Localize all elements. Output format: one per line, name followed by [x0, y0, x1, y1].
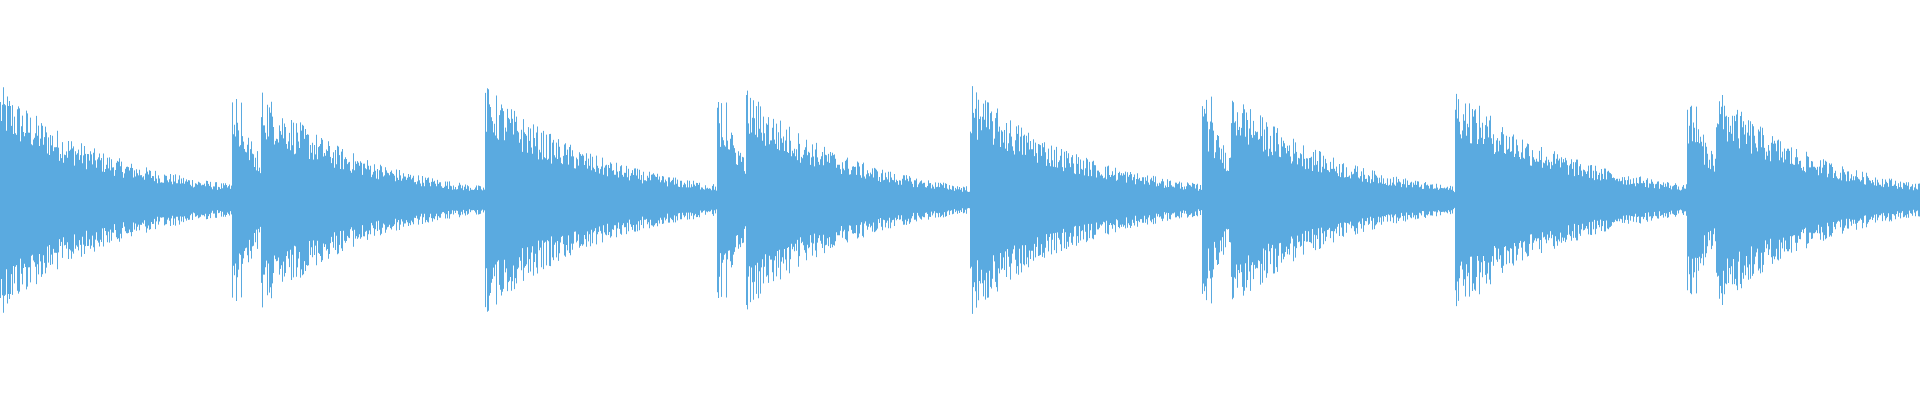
waveform-path	[0, 86, 1920, 314]
waveform-peaks	[0, 86, 1920, 314]
